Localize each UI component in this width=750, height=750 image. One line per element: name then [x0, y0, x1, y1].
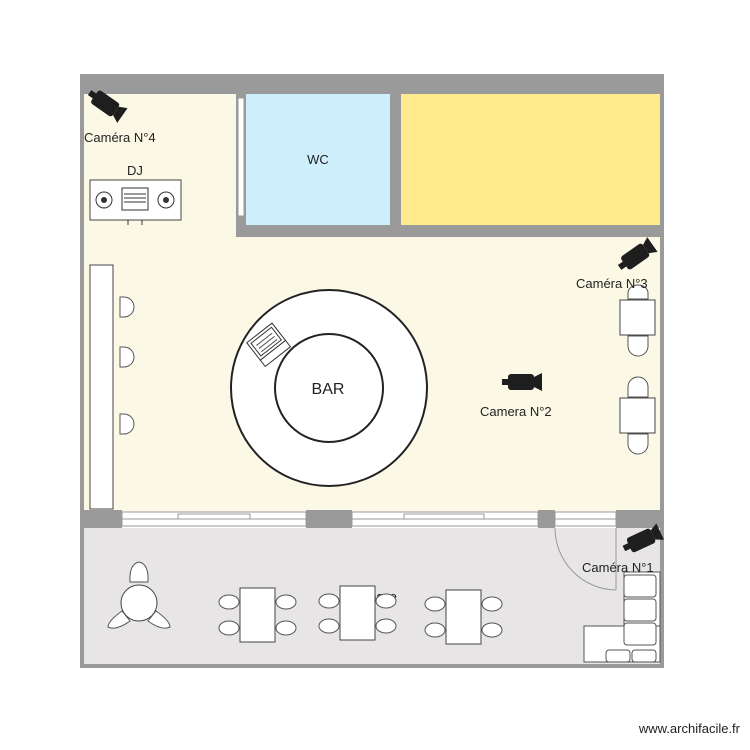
- camera-2-label: Camera N°2: [480, 404, 552, 419]
- table-set-right-1: [619, 284, 656, 357]
- terrace-table-1: [218, 587, 297, 643]
- corner-sofa: [583, 571, 661, 663]
- wc-floor: [246, 94, 390, 225]
- door: [554, 527, 617, 591]
- stool: [119, 413, 135, 435]
- counter: [89, 264, 135, 510]
- round-table-set: [107, 561, 171, 629]
- table-set-right-2: [619, 376, 656, 455]
- stool: [119, 346, 135, 368]
- camera-4-label: Caméra N°4: [84, 130, 156, 145]
- dj-booth: [89, 179, 182, 225]
- register-icon: [246, 322, 292, 368]
- camera-3-label: Caméra N°3: [576, 276, 648, 291]
- storage-room-floor: [401, 94, 660, 225]
- terrace-table-2: [318, 585, 397, 641]
- windows: [121, 97, 617, 527]
- walls: [80, 74, 664, 668]
- bar-label: BAR: [312, 381, 345, 398]
- wc-label: WC: [307, 152, 329, 167]
- dj-label: DJ: [127, 163, 143, 178]
- camera-1-label: Caméra N°1: [582, 560, 654, 575]
- watermark[interactable]: www.archifacile.fr: [638, 721, 740, 736]
- terrace-table-3: [424, 589, 503, 645]
- stool: [119, 296, 135, 318]
